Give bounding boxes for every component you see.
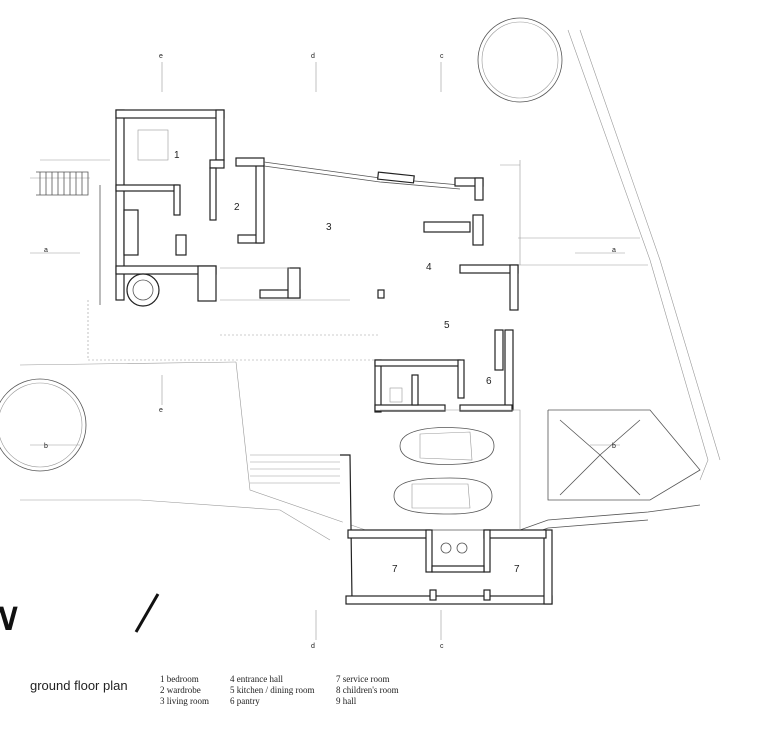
section-markers (30, 62, 625, 640)
room-number-5: 5 (444, 320, 450, 331)
legend-item: 1 bedroom (160, 674, 199, 684)
room-number-1: 1 (174, 150, 180, 161)
room-number-2: 2 (234, 202, 240, 213)
floor-plan-drawing: N a a b b c c d d e e 1 2 3 4 5 6 7 7 (0, 17, 721, 650)
car-symbols (393, 427, 495, 554)
section-label-d-north: d (311, 53, 315, 60)
tree-symbols (0, 17, 563, 472)
legend-item: 5 kitchen / dining room (230, 685, 315, 695)
plan-title: ground floor plan (30, 678, 128, 693)
section-label-a-west: a (44, 247, 48, 254)
section-labels: a a b b c c d d e e (44, 53, 616, 650)
legend-column-2: 4 entrance hall 5 kitchen / dining room … (230, 674, 315, 707)
legend-item: 3 living room (160, 696, 209, 706)
room-number-7-west: 7 (392, 564, 398, 575)
walls-west-wing (99, 109, 350, 307)
section-label-e-north: e (159, 53, 163, 60)
legend-item: 6 pantry (230, 696, 260, 706)
room-number-7-east: 7 (514, 564, 520, 575)
section-label-a-east: a (612, 247, 616, 254)
room-numbers: 1 2 3 4 5 6 7 7 (174, 150, 520, 575)
walls-garage (340, 409, 701, 605)
legend-item: 8 children's room (336, 685, 399, 695)
legend-item: 9 hall (336, 696, 357, 706)
section-label-d-south: d (311, 643, 315, 650)
legend-column-1: 1 bedroom 2 wardrobe 3 living room (160, 674, 209, 707)
walls-east-wing (374, 264, 519, 413)
legend-item: 4 entrance hall (230, 674, 283, 684)
section-label-e-south: e (159, 407, 163, 414)
legend-item: 7 service room (336, 674, 390, 684)
section-label-b-east: b (612, 443, 616, 450)
room-number-3: 3 (326, 222, 332, 233)
room-number-4: 4 (426, 262, 432, 273)
north-arrow-label: N (0, 601, 22, 638)
section-label-c-north: c (440, 53, 444, 60)
north-arrow: N (0, 593, 160, 638)
section-label-b-west: b (44, 443, 48, 450)
site-lines (19, 29, 721, 541)
legend-column-3: 7 service room 8 children's room 9 hall (336, 674, 399, 707)
room-number-6: 6 (486, 376, 492, 387)
section-label-c-south: c (440, 643, 444, 650)
legend-item: 2 wardrobe (160, 685, 201, 695)
walls-living-room (220, 161, 484, 336)
